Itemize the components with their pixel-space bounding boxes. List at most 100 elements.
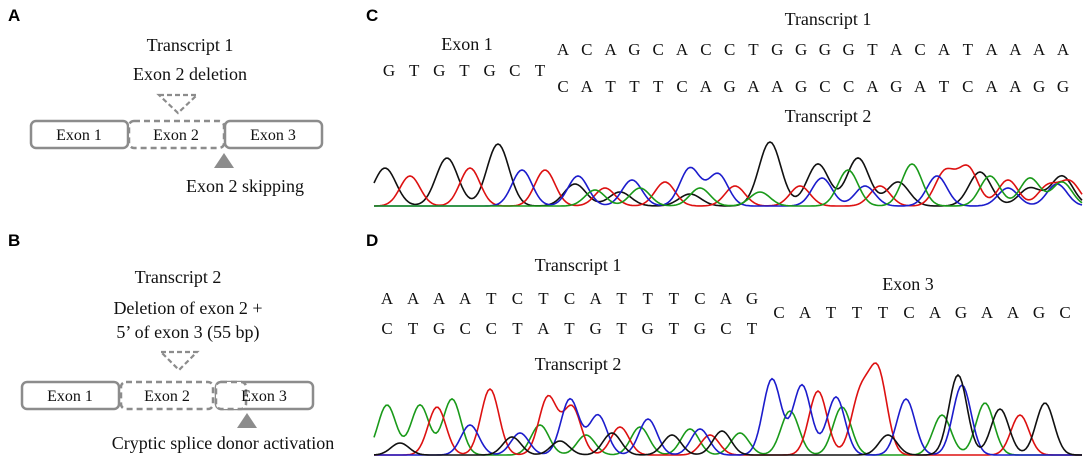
base-letter: C bbox=[914, 40, 925, 59]
exon-3-box bbox=[223, 119, 324, 150]
base-letter: A bbox=[981, 303, 994, 322]
panel-d-letter: D bbox=[366, 231, 378, 250]
base-letter: A bbox=[407, 289, 420, 308]
base-letter: A bbox=[938, 40, 951, 59]
base-letter: G bbox=[694, 319, 706, 338]
base-letter: C bbox=[486, 319, 497, 338]
base-letter: G bbox=[843, 40, 855, 59]
base-letter: A bbox=[929, 303, 942, 322]
exon-2-label: Exon 2 bbox=[153, 127, 199, 144]
base-letter: A bbox=[676, 40, 689, 59]
panel-d-chromatogram bbox=[373, 362, 1082, 456]
panel-a-transcript-label: Transcript 1 bbox=[147, 35, 234, 55]
base-letter: C bbox=[724, 40, 735, 59]
base-letter: A bbox=[557, 40, 570, 59]
exon-diagram-a: Exon 1 Exon 2 Exon 3 bbox=[29, 119, 324, 150]
base-letter: A bbox=[604, 40, 617, 59]
panel-c-transcript1-label: Transcript 1 bbox=[785, 9, 872, 29]
base-letter: T bbox=[826, 303, 837, 322]
base-letter: A bbox=[1009, 40, 1022, 59]
base-letter: G bbox=[819, 40, 831, 59]
base-letter: T bbox=[409, 61, 420, 80]
base-letter: C bbox=[700, 40, 711, 59]
base-letter: C bbox=[720, 319, 731, 338]
panel-c-exon-label: Exon 1 bbox=[441, 34, 493, 54]
panel-c-letter: C bbox=[366, 6, 378, 25]
base-letter: A bbox=[433, 289, 446, 308]
base-letter: T bbox=[408, 319, 419, 338]
base-letter: C bbox=[962, 77, 973, 96]
base-letter: A bbox=[985, 77, 998, 96]
splice-site-marker-icon bbox=[237, 413, 257, 428]
base-letter: A bbox=[700, 77, 713, 96]
base-letter: T bbox=[616, 289, 627, 308]
base-letter: A bbox=[1009, 77, 1022, 96]
panel-d-transcript1-label: Transcript 1 bbox=[535, 255, 622, 275]
base-letter: G bbox=[642, 319, 654, 338]
panel-b-transcript-label: Transcript 2 bbox=[135, 267, 222, 287]
chromatogram-trace bbox=[373, 397, 1082, 456]
base-letter: C bbox=[694, 289, 705, 308]
base-letter: T bbox=[605, 77, 616, 96]
base-letter: T bbox=[963, 40, 974, 59]
deletion-marker-icon bbox=[156, 93, 200, 115]
base-letter: A bbox=[890, 40, 903, 59]
base-letter: G bbox=[955, 303, 967, 322]
base-letter: T bbox=[669, 289, 680, 308]
base-letter: A bbox=[866, 77, 879, 96]
exon-3-label: Exon 3 bbox=[250, 127, 296, 144]
base-letter: G bbox=[746, 289, 758, 308]
base-letter: C bbox=[843, 77, 854, 96]
base-letter: T bbox=[748, 40, 759, 59]
base-letter: A bbox=[747, 77, 760, 96]
base-letter: A bbox=[771, 77, 784, 96]
chromatogram-trace bbox=[374, 163, 1083, 207]
base-letter: C bbox=[581, 40, 592, 59]
base-letter: T bbox=[535, 61, 546, 80]
base-letter: T bbox=[867, 40, 878, 59]
base-letter: C bbox=[773, 303, 784, 322]
panel-a: A Transcript 1 Exon 2 deletion Exon 1 Ex… bbox=[8, 6, 324, 196]
base-letter: T bbox=[459, 61, 470, 80]
panel-c-chromatogram bbox=[373, 141, 1083, 207]
base-letter: C bbox=[1059, 303, 1070, 322]
base-letter: T bbox=[878, 303, 889, 322]
base-letter: C bbox=[381, 319, 392, 338]
base-letter: T bbox=[643, 289, 654, 308]
base-letter: T bbox=[653, 77, 664, 96]
base-letter: G bbox=[484, 61, 496, 80]
exon-2-deleted-box bbox=[119, 380, 215, 411]
panel-b-event-line2: 5’ of exon 3 (55 bp) bbox=[116, 322, 259, 343]
chromatogram-trace bbox=[373, 164, 1083, 207]
panel-d-transcript2-label: Transcript 2 bbox=[535, 354, 622, 374]
base-letter: G bbox=[1033, 303, 1045, 322]
base-letter: T bbox=[512, 319, 523, 338]
base-letter: A bbox=[720, 289, 733, 308]
base-letter: C bbox=[676, 77, 687, 96]
base-letter: C bbox=[903, 303, 914, 322]
panel-b-letter: B bbox=[8, 231, 20, 250]
base-letter: C bbox=[460, 319, 471, 338]
base-letter: A bbox=[1057, 40, 1070, 59]
panel-a-event-label: Exon 2 deletion bbox=[133, 64, 247, 84]
base-letter: T bbox=[616, 319, 627, 338]
panel-b: B Transcript 2 Deletion of exon 2 + 5’ o… bbox=[8, 231, 334, 453]
base-letter: T bbox=[629, 77, 640, 96]
base-letter: C bbox=[564, 289, 575, 308]
base-letter: G bbox=[890, 77, 902, 96]
base-letter: G bbox=[383, 61, 395, 80]
exon-1-label: Exon 1 bbox=[56, 127, 102, 144]
exon-1-box bbox=[20, 380, 121, 411]
base-letter: G bbox=[433, 61, 445, 80]
base-letter: G bbox=[724, 77, 736, 96]
base-letter: A bbox=[1007, 303, 1020, 322]
base-letter: T bbox=[747, 319, 758, 338]
